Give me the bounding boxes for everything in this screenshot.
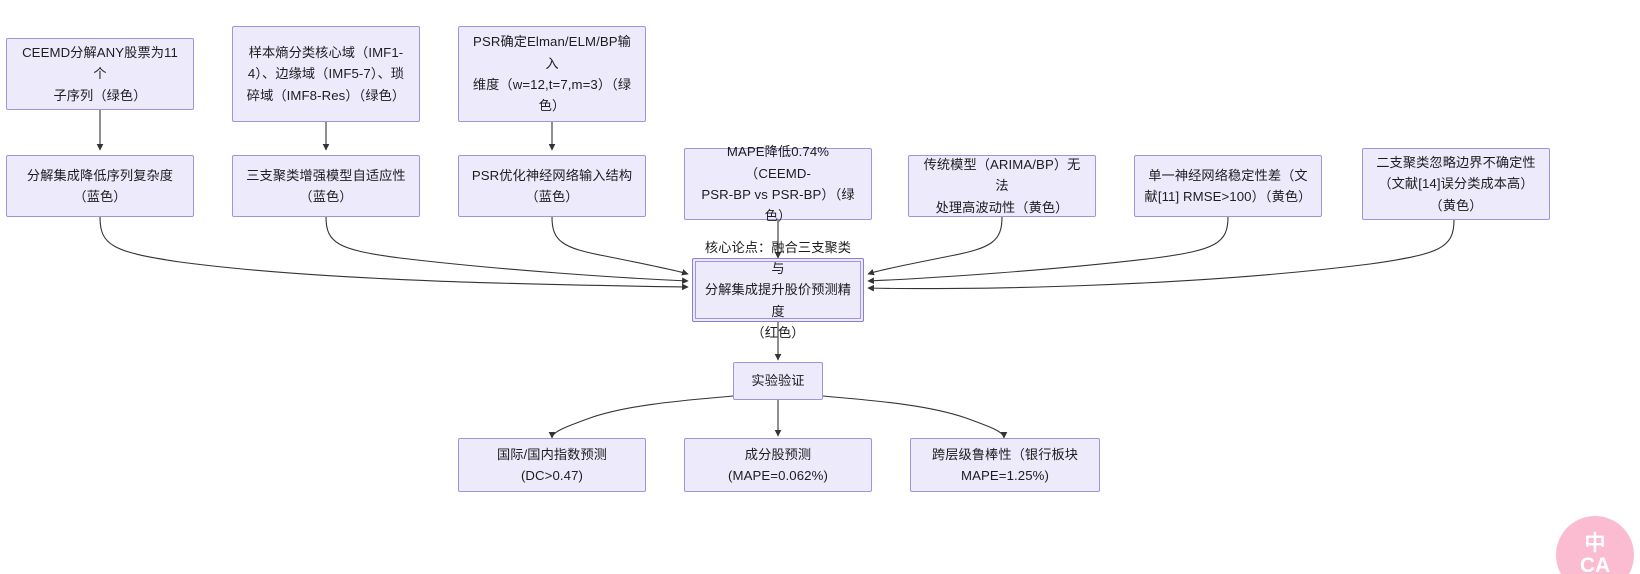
node-component-stock[interactable]: 成分股预测 (MAPE=0.062%)	[684, 438, 872, 492]
node-decomp-complexity[interactable]: 分解集成降低序列复杂度 （蓝色）	[6, 155, 194, 217]
node-three-way-adaptive-label: 三支聚类增强模型自适应性 （蓝色）	[246, 167, 406, 204]
node-single-nn-label: 单一神经网络稳定性差（文 献[11] RMSE>100）（黄色）	[1144, 167, 1312, 204]
node-ceemd-label: CEEMD分解ANY股票为11个 子序列（绿色）	[22, 44, 178, 103]
node-sample-entropy-label: 样本熵分类核心域（IMF1- 4）、边缘域（IMF5-7）、琐 碎域（IMF8-…	[246, 44, 406, 103]
node-psr-structure-label: PSR优化神经网络输入结构 （蓝色）	[471, 167, 633, 204]
edge-decomp-to-core	[99, 216, 689, 291]
node-traditional-model-label: 传统模型（ARIMA/BP）无法 处理高波动性（黄色）	[923, 156, 1081, 215]
node-core-claim-label: 核心论点：融合三支聚类与 分解集成提升股价预测精度 （红色）	[704, 239, 852, 341]
edge-experiment-to-crosslayer	[822, 395, 1008, 439]
node-index-forecast-label: 国际/国内指数预测 (DC>0.47)	[496, 446, 608, 483]
node-ceemd[interactable]: CEEMD分解ANY股票为11个 子序列（绿色）	[6, 38, 194, 110]
node-mape-drop-label: MAPE降低0.74%（CEEMD- PSR-BP vs PSR-BP）（绿 色…	[701, 144, 855, 224]
node-experiment-label: 实验验证	[751, 373, 805, 389]
node-core-claim[interactable]: 核心论点：融合三支聚类与 分解集成提升股价预测精度 （红色）	[692, 240, 864, 340]
edge-psrstructure-to-core	[551, 216, 689, 276]
node-experiment[interactable]: 实验验证	[733, 362, 823, 400]
edge-twoway-to-core	[867, 219, 1455, 292]
edge-traditional-to-core	[867, 216, 1003, 276]
edge-threeway-to-core	[325, 216, 689, 285]
node-traditional-model[interactable]: 传统模型（ARIMA/BP）无法 处理高波动性（黄色）	[908, 155, 1096, 217]
watermark-badge: 中 CA	[1556, 516, 1634, 574]
watermark-line1: 中	[1584, 531, 1606, 555]
node-psr-dim[interactable]: PSR确定Elman/ELM/BP输入 维度（w=12,t=7,m=3）（绿 色…	[458, 26, 646, 122]
edge-experiment-to-index	[548, 395, 734, 439]
node-psr-structure[interactable]: PSR优化神经网络输入结构 （蓝色）	[458, 155, 646, 217]
watermark-line2: CA	[1579, 554, 1611, 574]
node-sample-entropy[interactable]: 样本熵分类核心域（IMF1- 4）、边缘域（IMF5-7）、琐 碎域（IMF8-…	[232, 26, 420, 122]
node-component-stock-label: 成分股预测 (MAPE=0.062%)	[728, 446, 828, 483]
node-psr-dim-label: PSR确定Elman/ELM/BP输入 维度（w=12,t=7,m=3）（绿 色…	[472, 34, 632, 114]
node-cross-layer-label: 跨层级鲁棒性（银行板块 MAPE=1.25%)	[931, 446, 1079, 483]
node-cross-layer[interactable]: 跨层级鲁棒性（银行板块 MAPE=1.25%)	[910, 438, 1100, 492]
edge-singlenn-to-core	[867, 216, 1229, 285]
node-three-way-adaptive[interactable]: 三支聚类增强模型自适应性 （蓝色）	[232, 155, 420, 217]
node-index-forecast[interactable]: 国际/国内指数预测 (DC>0.47)	[458, 438, 646, 492]
node-two-way-cluster-label: 二支聚类忽略边界不确定性 （文献[14]误分类成本高） （黄色）	[1376, 154, 1536, 213]
node-mape-drop[interactable]: MAPE降低0.74%（CEEMD- PSR-BP vs PSR-BP）（绿 色…	[684, 144, 872, 223]
node-two-way-cluster[interactable]: 二支聚类忽略边界不确定性 （文献[14]误分类成本高） （黄色）	[1362, 148, 1550, 220]
node-decomp-complexity-label: 分解集成降低序列复杂度 （蓝色）	[26, 167, 174, 204]
node-single-nn[interactable]: 单一神经网络稳定性差（文 献[11] RMSE>100）（黄色）	[1134, 155, 1322, 217]
